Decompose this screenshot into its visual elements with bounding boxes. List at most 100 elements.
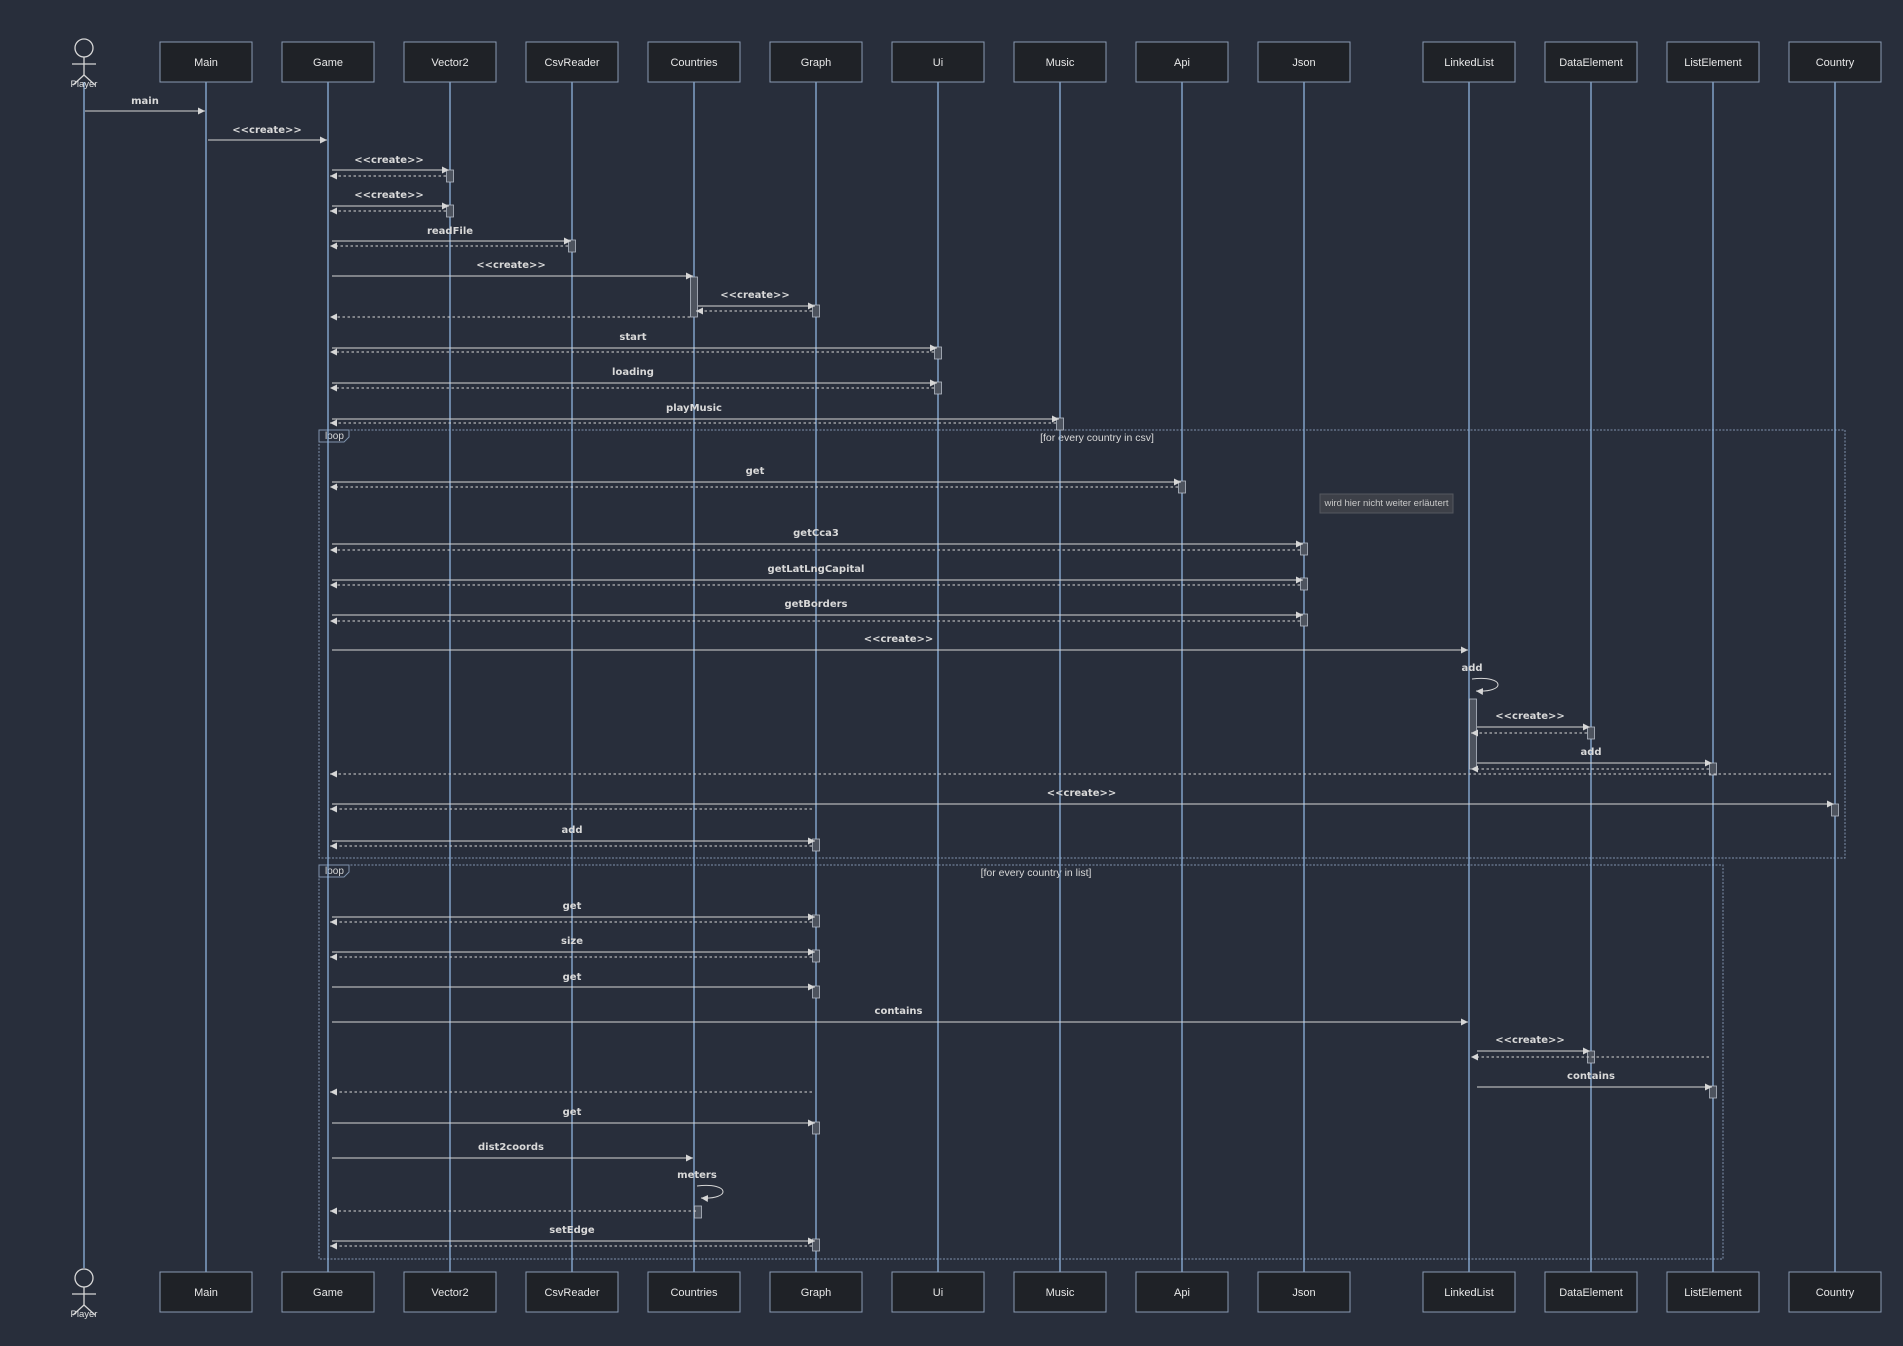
message-create[interactable]: <<create>> — [330, 770, 1834, 808]
activation-bar — [812, 914, 820, 928]
message-add[interactable]: add — [330, 805, 815, 845]
message-size[interactable]: size — [330, 918, 815, 956]
player-actor-top[interactable]: Player — [71, 38, 98, 90]
message-start[interactable]: start — [330, 332, 937, 356]
message-add[interactable]: add — [1461, 663, 1499, 695]
participant-main-bottom[interactable]: Main — [159, 1271, 253, 1313]
message-getborders[interactable]: getBorders — [330, 599, 1303, 625]
message-label: <<create>> — [720, 290, 789, 301]
participant-game-top[interactable]: Game — [281, 41, 375, 83]
message-label: <<create>> — [232, 125, 301, 136]
participant-label: Countries — [670, 57, 718, 69]
message-get[interactable]: get — [330, 842, 815, 921]
participant-label: LinkedList — [1444, 1287, 1494, 1299]
participant-graph-top[interactable]: Graph — [769, 41, 863, 83]
message-get[interactable]: get — [330, 466, 1181, 491]
message-create[interactable]: <<create>> — [1471, 711, 1590, 737]
message-add[interactable]: add — [1471, 747, 1712, 773]
participant-listelement-bottom[interactable]: ListElement — [1666, 1271, 1760, 1313]
activation-bar — [1300, 577, 1308, 591]
message-label: meters — [677, 1170, 717, 1181]
message-meters[interactable]: meters — [330, 1170, 724, 1215]
participant-dataelement-bottom[interactable]: DataElement — [1544, 1271, 1638, 1313]
participant-label: CsvReader — [544, 57, 599, 69]
message-create[interactable]: <<create>> — [208, 125, 327, 144]
loop-frame: loop[for every country in list] — [318, 864, 1724, 1260]
participant-label: Country — [1816, 57, 1855, 69]
participant-csvreader-top[interactable]: CsvReader — [525, 41, 619, 83]
participant-label: DataElement — [1559, 57, 1623, 69]
message-label: readFile — [427, 226, 473, 237]
participant-linkedlist-bottom[interactable]: LinkedList — [1422, 1271, 1516, 1313]
message-label: get — [563, 1107, 582, 1118]
message-label: add — [1461, 663, 1482, 674]
message-label: get — [746, 466, 765, 477]
message-label: <<create>> — [1047, 788, 1116, 799]
participant-listelement-top[interactable]: ListElement — [1666, 41, 1760, 83]
message-readfile[interactable]: readFile — [330, 226, 571, 250]
activation-bar — [446, 169, 454, 183]
message-label: getCca3 — [793, 528, 839, 539]
message-playmusic[interactable]: playMusic — [330, 403, 1059, 427]
message-create[interactable]: <<create>> — [332, 634, 1468, 654]
participant-countries-bottom[interactable]: Countries — [647, 1271, 741, 1313]
participant-label: Api — [1174, 57, 1190, 69]
participant-ui-top[interactable]: Ui — [891, 41, 985, 83]
message-contains[interactable]: contains — [1471, 1053, 1712, 1091]
message-label: getBorders — [785, 599, 848, 610]
participant-music-top[interactable]: Music — [1013, 41, 1107, 83]
participant-vector2-bottom[interactable]: Vector2 — [403, 1271, 497, 1313]
message-label: playMusic — [666, 403, 722, 414]
participant-linkedlist-top[interactable]: LinkedList — [1422, 41, 1516, 83]
participant-country-bottom[interactable]: Country — [1788, 1271, 1882, 1313]
activation-bar — [934, 346, 942, 360]
participant-label: ListElement — [1684, 1287, 1741, 1299]
participant-vector2-top[interactable]: Vector2 — [403, 41, 497, 83]
participant-label: Graph — [801, 1287, 832, 1299]
message-label: get — [563, 972, 582, 983]
participant-countries-top[interactable]: Countries — [647, 41, 741, 83]
participant-ui-bottom[interactable]: Ui — [891, 1271, 985, 1313]
player-actor-bottom[interactable]: Player — [71, 1268, 98, 1320]
participant-json-top[interactable]: Json — [1257, 41, 1351, 83]
loop-keyword: loop — [325, 431, 344, 442]
participant-api-bottom[interactable]: Api — [1135, 1271, 1229, 1313]
participant-json-bottom[interactable]: Json — [1257, 1271, 1351, 1313]
participant-music-bottom[interactable]: Music — [1013, 1271, 1107, 1313]
activation-bar — [812, 838, 820, 852]
participant-game-bottom[interactable]: Game — [281, 1271, 375, 1313]
message-dist2coords[interactable]: dist2coords — [332, 1142, 693, 1162]
participant-label: Vector2 — [431, 1287, 468, 1299]
message-getcca3[interactable]: getCca3 — [330, 528, 1303, 554]
message-create[interactable]: <<create>> — [696, 290, 815, 315]
participant-label: Main — [194, 1287, 218, 1299]
participant-country-top[interactable]: Country — [1788, 41, 1882, 83]
note: wird hier nicht weiter erläutert — [1319, 493, 1454, 514]
message-create[interactable]: <<create>> — [330, 260, 693, 321]
message-contains[interactable]: contains — [332, 1006, 1468, 1026]
message-setedge[interactable]: setEdge — [330, 1225, 815, 1250]
participant-label: Ui — [933, 57, 943, 69]
activation-bar — [446, 204, 454, 218]
message-main[interactable]: main — [85, 96, 205, 115]
message-label: main — [131, 96, 159, 107]
participant-dataelement-top[interactable]: DataElement — [1544, 41, 1638, 83]
message-get[interactable]: get — [330, 1088, 815, 1127]
message-label: setEdge — [549, 1225, 595, 1236]
participant-label: Country — [1816, 1287, 1855, 1299]
message-loading[interactable]: loading — [330, 367, 937, 392]
participant-csvreader-bottom[interactable]: CsvReader — [525, 1271, 619, 1313]
message-create[interactable]: <<create>> — [1477, 1035, 1590, 1055]
loop-condition: [for every country in csv] — [1040, 432, 1154, 444]
message-create[interactable]: <<create>> — [330, 190, 449, 215]
participant-graph-bottom[interactable]: Graph — [769, 1271, 863, 1313]
message-create[interactable]: <<create>> — [330, 155, 449, 180]
message-label: loading — [612, 367, 654, 378]
participant-api-top[interactable]: Api — [1135, 41, 1229, 83]
activation-bar — [1178, 480, 1186, 494]
participant-label: Graph — [801, 57, 832, 69]
participant-label: Countries — [670, 1287, 718, 1299]
message-get[interactable]: get — [330, 953, 815, 991]
participant-main-top[interactable]: Main — [159, 41, 253, 83]
message-getlatlngcapital[interactable]: getLatLngCapital — [330, 564, 1303, 589]
